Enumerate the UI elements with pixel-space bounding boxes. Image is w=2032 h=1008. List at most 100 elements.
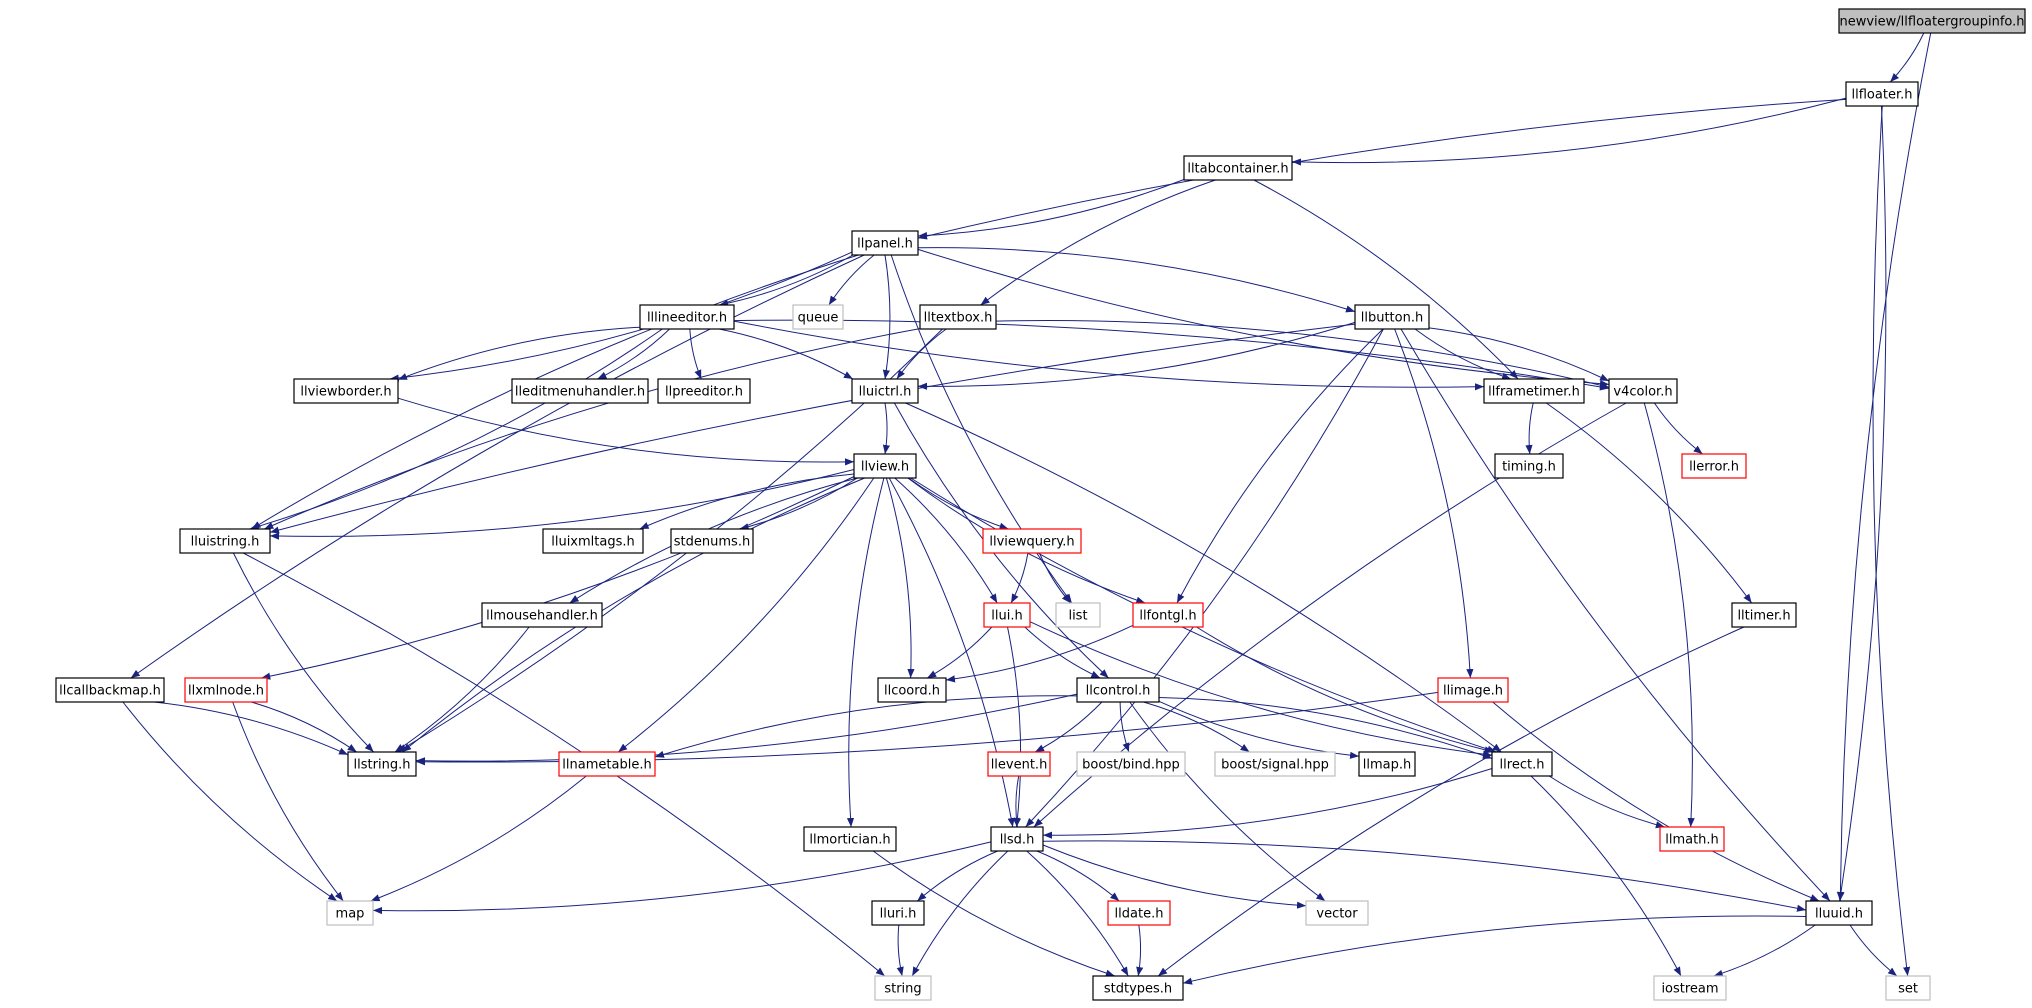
edge-lltimer-to-stdtypes (1157, 626, 1745, 977)
edge-llsd-to-lldate (1036, 850, 1120, 902)
node-label-llviewquery: llviewquery.h (989, 535, 1074, 550)
edge-lldate-to-stdtypes (1136, 924, 1144, 977)
node-label-set: set (1898, 982, 1918, 997)
node-lltabcontainer[interactable]: lltabcontainer.h (1183, 155, 1293, 181)
edge-lluistring-to-string (242, 552, 886, 977)
node-lllineeditor[interactable]: lllineeditor.h (639, 304, 735, 330)
node-llimage[interactable]: llimage.h (1437, 677, 1509, 703)
node-label-llsd: llsd.h (1000, 833, 1035, 848)
edge-llcontrol-to-llmap (1158, 700, 1360, 759)
edge-llframetimer-to-timing (1525, 402, 1534, 455)
node-label-timing: timing.h (1502, 460, 1556, 475)
node-llpanel[interactable]: llpanel.h (851, 230, 919, 256)
edge-llfloater-to-set (1872, 105, 1911, 977)
node-llfloater[interactable]: llfloater.h (1845, 81, 1919, 107)
node-box-llxmlnode (184, 677, 268, 703)
node-llviewborder[interactable]: llviewborder.h (293, 378, 399, 404)
node-vector[interactable]: vector (1305, 900, 1369, 926)
node-lleditmenuhandler[interactable]: lleditmenuhandler.h (511, 378, 649, 404)
node-box-llsd (990, 826, 1044, 852)
node-iostream[interactable]: iostream (1653, 975, 1727, 1001)
node-llcoord[interactable]: llcoord.h (877, 677, 947, 703)
node-llmap[interactable]: llmap.h (1358, 751, 1416, 777)
edge-llcontrol-to-vector (1129, 701, 1326, 902)
node-lluistring[interactable]: lluistring.h (179, 528, 271, 554)
edge-llevent-to-llsd (1012, 775, 1020, 828)
node-llview[interactable]: llview.h (853, 453, 917, 479)
node-llviewquery[interactable]: llviewquery.h (982, 528, 1082, 554)
edge-lluri-to-string (896, 924, 904, 977)
node-box-llimage (1437, 677, 1509, 703)
edge-llimage-to-lluuid (1492, 701, 1820, 902)
node-box-llrect (1491, 751, 1553, 777)
edge-lllineeditor-to-lluistring (249, 328, 663, 530)
node-llmousehandler[interactable]: llmousehandler.h (481, 602, 603, 628)
node-lluictrl[interactable]: lluictrl.h (851, 378, 919, 404)
node-label-llmath: llmath.h (1665, 833, 1719, 848)
node-label-llmap: llmap.h (1363, 758, 1411, 773)
node-root[interactable]: newview/llfloatergroupinfo.h (1838, 8, 2026, 34)
node-label-lluri: lluri.h (880, 907, 917, 922)
node-lltimer[interactable]: lltimer.h (1731, 602, 1797, 628)
edge-llxmlnode-to-map (232, 701, 344, 902)
node-box-root (1838, 8, 2026, 34)
node-lluixmltags[interactable]: lluixmltags.h (542, 528, 644, 554)
node-llmath[interactable]: llmath.h (1659, 826, 1725, 852)
node-lui[interactable]: llui.h (983, 602, 1031, 628)
edge-llpanel-to-llcallbackmap (130, 254, 865, 679)
node-lldate[interactable]: lldate.h (1107, 900, 1171, 926)
node-llfontgl[interactable]: llfontgl.h (1132, 602, 1204, 628)
edge-llrect-to-llsd (1042, 768, 1493, 839)
node-llcontrol[interactable]: llcontrol.h (1076, 677, 1160, 703)
node-box-llframetimer (1483, 378, 1585, 404)
node-box-lleditmenuhandler (511, 378, 649, 404)
node-llbutton[interactable]: llbutton.h (1354, 304, 1430, 330)
node-label-llpreeditor: llpreeditor.h (665, 385, 743, 400)
node-stdtypes[interactable]: stdtypes.h (1092, 975, 1184, 1001)
node-llrect[interactable]: llrect.h (1491, 751, 1553, 777)
node-label-map: map (336, 907, 365, 922)
node-box-lltimer (1731, 602, 1797, 628)
node-boostsignal[interactable]: boost/signal.hpp (1214, 751, 1336, 777)
edge-llfontgl-to-llrect (1196, 626, 1494, 754)
edge-llview-to-stdenums (739, 477, 858, 531)
node-box-llpanel (851, 230, 919, 256)
node-string[interactable]: string (874, 975, 932, 1001)
node-box-stdenums (670, 528, 754, 554)
node-llevent[interactable]: llevent.h (987, 751, 1051, 777)
node-llnametable[interactable]: llnametable.h (558, 751, 656, 777)
node-map[interactable]: map (326, 900, 374, 926)
node-lluri[interactable]: lluri.h (871, 900, 925, 926)
node-set[interactable]: set (1885, 975, 1931, 1001)
node-llmortician[interactable]: llmortician.h (803, 826, 897, 852)
node-label-llevent: llevent.h (991, 758, 1048, 773)
node-llstring[interactable]: llstring.h (347, 751, 417, 777)
node-llxmlnode[interactable]: llxmlnode.h (184, 677, 268, 703)
node-box-llfontgl (1132, 602, 1204, 628)
node-llerror[interactable]: llerror.h (1681, 453, 1747, 479)
edge-llviewborder-to-llview (397, 397, 855, 466)
edge-lluuid-to-stdtypes (1182, 915, 1807, 985)
node-list[interactable]: list (1055, 602, 1101, 628)
edge-lltabcontainer-to-llpanel (917, 179, 1185, 240)
node-llframetimer[interactable]: llframetimer.h (1483, 378, 1585, 404)
node-llpreeditor[interactable]: llpreeditor.h (657, 378, 751, 404)
node-stdenums[interactable]: stdenums.h (670, 528, 754, 554)
node-lltextbox[interactable]: lltextbox.h (919, 304, 997, 330)
edge-lllineeditor-to-lluictrl (719, 328, 854, 380)
node-queue[interactable]: queue (792, 304, 844, 330)
node-label-llpanel: llpanel.h (857, 237, 913, 252)
node-lluuid[interactable]: lluuid.h (1805, 900, 1873, 926)
node-label-lluixmltags: lluixmltags.h (551, 535, 635, 550)
node-v4color[interactable]: v4color.h (1608, 378, 1678, 404)
node-box-lltextbox (919, 304, 997, 330)
node-box-llnametable (558, 751, 656, 777)
node-box-lluri (871, 900, 925, 926)
node-boostbind[interactable]: boost/bind.hpp (1076, 751, 1186, 777)
edge-llbutton-to-llframetimer (1414, 328, 1512, 380)
node-llcallbackmap[interactable]: llcallbackmap.h (55, 677, 165, 703)
node-box-llcallbackmap (55, 677, 165, 703)
node-timing[interactable]: timing.h (1494, 453, 1564, 479)
node-llsd[interactable]: llsd.h (990, 826, 1044, 852)
edge-llpanel-to-lllineeditor (719, 254, 854, 307)
